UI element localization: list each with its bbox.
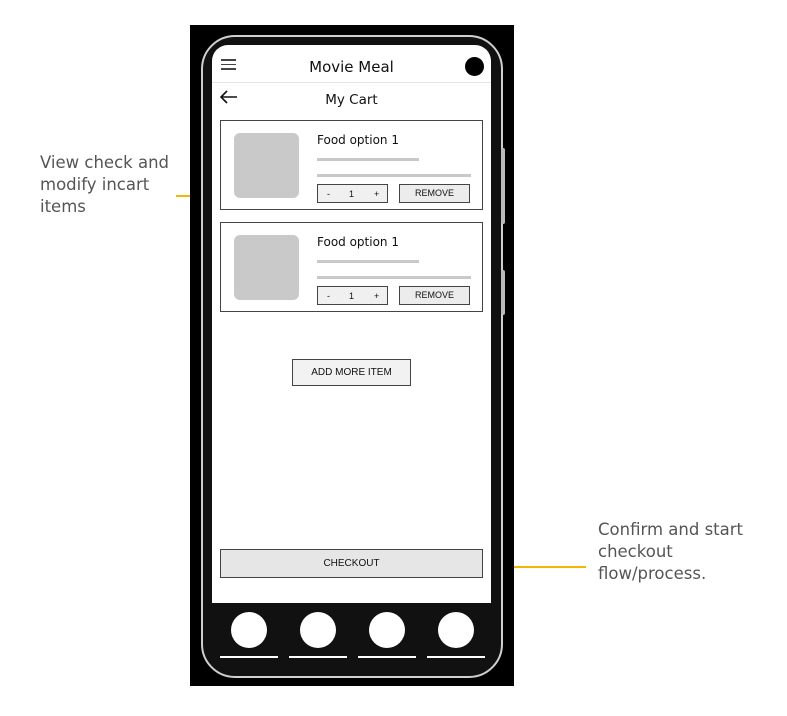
annotation-cart-items: View check and modify incart items — [40, 153, 169, 216]
item-name: Food option 1 — [317, 133, 399, 147]
item-name: Food option 1 — [317, 235, 399, 249]
tab-2[interactable] — [289, 612, 347, 660]
item-description-line — [317, 174, 471, 177]
tab-icon — [231, 612, 267, 648]
annotation-arrow-right — [467, 566, 586, 568]
cart-item-card: Food option 1 - 1 + REMOVE — [220, 222, 483, 312]
add-more-item-button[interactable]: ADD MORE ITEM — [292, 359, 411, 386]
checkout-button[interactable]: CHECKOUT — [220, 549, 483, 578]
quantity-value: 1 — [349, 291, 355, 301]
item-description-line — [317, 260, 419, 263]
tab-underline — [220, 656, 278, 658]
tab-underline — [289, 656, 347, 658]
phone-screen: Movie Meal My Cart Food option 1 - 1 + R… — [212, 45, 491, 603]
tab-1[interactable] — [220, 612, 278, 660]
back-arrow-icon[interactable] — [219, 90, 238, 104]
app-title: Movie Meal — [309, 58, 394, 76]
tab-icon — [300, 612, 336, 648]
tab-underline — [358, 656, 416, 658]
tab-underline — [427, 656, 485, 658]
remove-button[interactable]: REMOVE — [399, 286, 470, 305]
top-app-bar: Movie Meal — [212, 45, 491, 83]
increment-button[interactable]: + — [374, 291, 380, 301]
decrement-button[interactable]: - — [327, 189, 330, 199]
side-button-power — [501, 270, 505, 315]
side-button-volume — [501, 148, 505, 224]
hamburger-menu-icon[interactable] — [221, 59, 236, 70]
bottom-tab-bar — [212, 603, 491, 663]
item-description-line — [317, 276, 471, 279]
item-description-line — [317, 158, 419, 161]
page-title: My Cart — [325, 92, 378, 108]
remove-button[interactable]: REMOVE — [399, 184, 470, 203]
cart-item-card: Food option 1 - 1 + REMOVE — [220, 120, 483, 210]
quantity-value: 1 — [349, 189, 355, 199]
avatar[interactable] — [465, 57, 484, 76]
decrement-button[interactable]: - — [327, 291, 330, 301]
annotation-checkout: Confirm and start checkout flow/process. — [598, 520, 743, 583]
tab-icon — [438, 612, 474, 648]
tab-icon — [369, 612, 405, 648]
quantity-stepper: - 1 + — [317, 286, 388, 305]
food-image-placeholder — [234, 133, 299, 198]
tab-4[interactable] — [427, 612, 485, 660]
increment-button[interactable]: + — [374, 189, 380, 199]
food-image-placeholder — [234, 235, 299, 300]
quantity-stepper: - 1 + — [317, 184, 388, 203]
tab-3[interactable] — [358, 612, 416, 660]
